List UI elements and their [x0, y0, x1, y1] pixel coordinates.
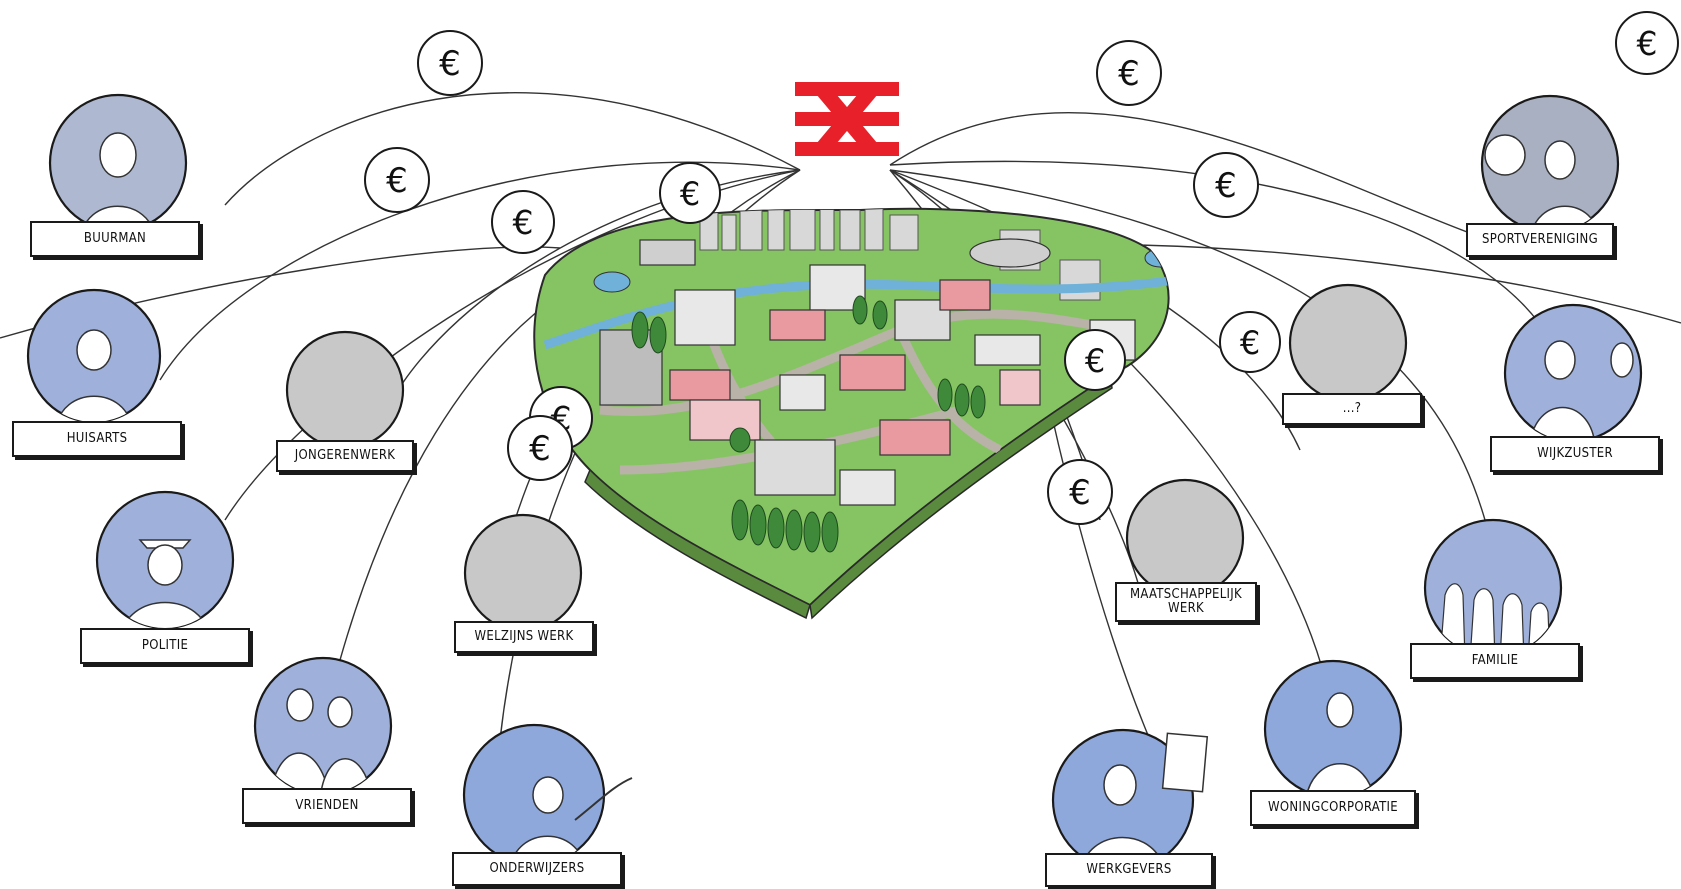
stakeholder-circles — [26, 93, 1643, 872]
welzijns-werk-placeholder-circle — [463, 513, 583, 633]
huisarts-portrait — [26, 288, 162, 424]
paper-sheet — [1161, 732, 1209, 793]
label-familie: FAMILIE — [1410, 643, 1580, 679]
euro-coin-icon: € — [1047, 459, 1113, 525]
jongerenwerk-placeholder-circle — [285, 330, 405, 450]
label-sportvereniging: SPORTVERENIGING — [1466, 223, 1614, 257]
euro-coin-icon: € — [1219, 311, 1281, 373]
label-buurman: BUURMAN — [30, 221, 200, 257]
svg-text:€: € — [1637, 24, 1658, 63]
svg-text:€: € — [1240, 324, 1260, 362]
connection-line — [224, 92, 801, 206]
politie-portrait — [95, 490, 235, 630]
wijkzuster-portrait — [1503, 303, 1643, 443]
buurman-portrait — [48, 93, 188, 233]
label-werkgevers: WERKGEVERS — [1045, 853, 1213, 887]
svg-text:€: € — [439, 44, 461, 84]
familie-portrait — [1423, 518, 1563, 658]
label-welzijns-werk: WELZIJNS WERK — [454, 621, 594, 653]
svg-text:€: € — [1085, 342, 1105, 380]
euro-coin-icon: € — [417, 30, 483, 96]
euro-coin-icon: € — [659, 162, 721, 224]
euro-coin-icon: € — [1615, 11, 1679, 75]
euro-coin-icon: € — [507, 415, 573, 481]
svg-text:€: € — [513, 203, 534, 242]
label-wijkzuster: WIJKZUSTER — [1490, 436, 1660, 472]
connection-line — [889, 160, 1551, 341]
euro-coin-icon: € — [1064, 329, 1126, 391]
label-huisarts: HUISARTS — [12, 421, 182, 457]
euro-coin-icon: € — [491, 190, 555, 254]
svg-text:€: € — [386, 161, 408, 201]
label-vrienden: VRIENDEN — [242, 788, 412, 824]
euro-coin-icon: € — [364, 147, 430, 213]
city-island-illustration — [533, 207, 1170, 620]
euro-coin-icon: € — [1193, 152, 1259, 218]
label-woningcorporatie: WONINGCORPORATIE — [1250, 790, 1416, 826]
label-onderwijzers: ONDERWIJZERS — [452, 852, 622, 886]
connection-line — [889, 112, 1476, 236]
onderwijzers-portrait — [462, 723, 606, 867]
svg-text:€: € — [680, 175, 700, 213]
label-maatschappelijk-werk: MAATSCHAPPELIJK WERK — [1115, 582, 1257, 622]
svg-text:€: € — [1069, 473, 1091, 513]
ns-logo — [795, 82, 899, 156]
teacher-arm — [574, 777, 633, 821]
svg-text:€: € — [1215, 166, 1237, 206]
sportvereniging-portrait — [1480, 94, 1620, 234]
label-jongerenwerk: JONGERENWERK — [276, 440, 414, 472]
woningcorporatie-portrait — [1263, 659, 1403, 799]
euro-coin-icon: € — [1096, 40, 1162, 106]
label-politie: POLITIE — [80, 628, 250, 664]
maatschappelijk-werk-placeholder-circle — [1125, 478, 1245, 598]
euro-coins: € € € € € € € € € € € € — [364, 11, 1679, 525]
unknown-placeholder-circle — [1288, 283, 1408, 403]
svg-text:€: € — [1118, 54, 1140, 94]
vrienden-portrait — [253, 656, 393, 796]
label-unknown: ...? — [1282, 393, 1422, 425]
svg-text:€: € — [529, 429, 551, 469]
